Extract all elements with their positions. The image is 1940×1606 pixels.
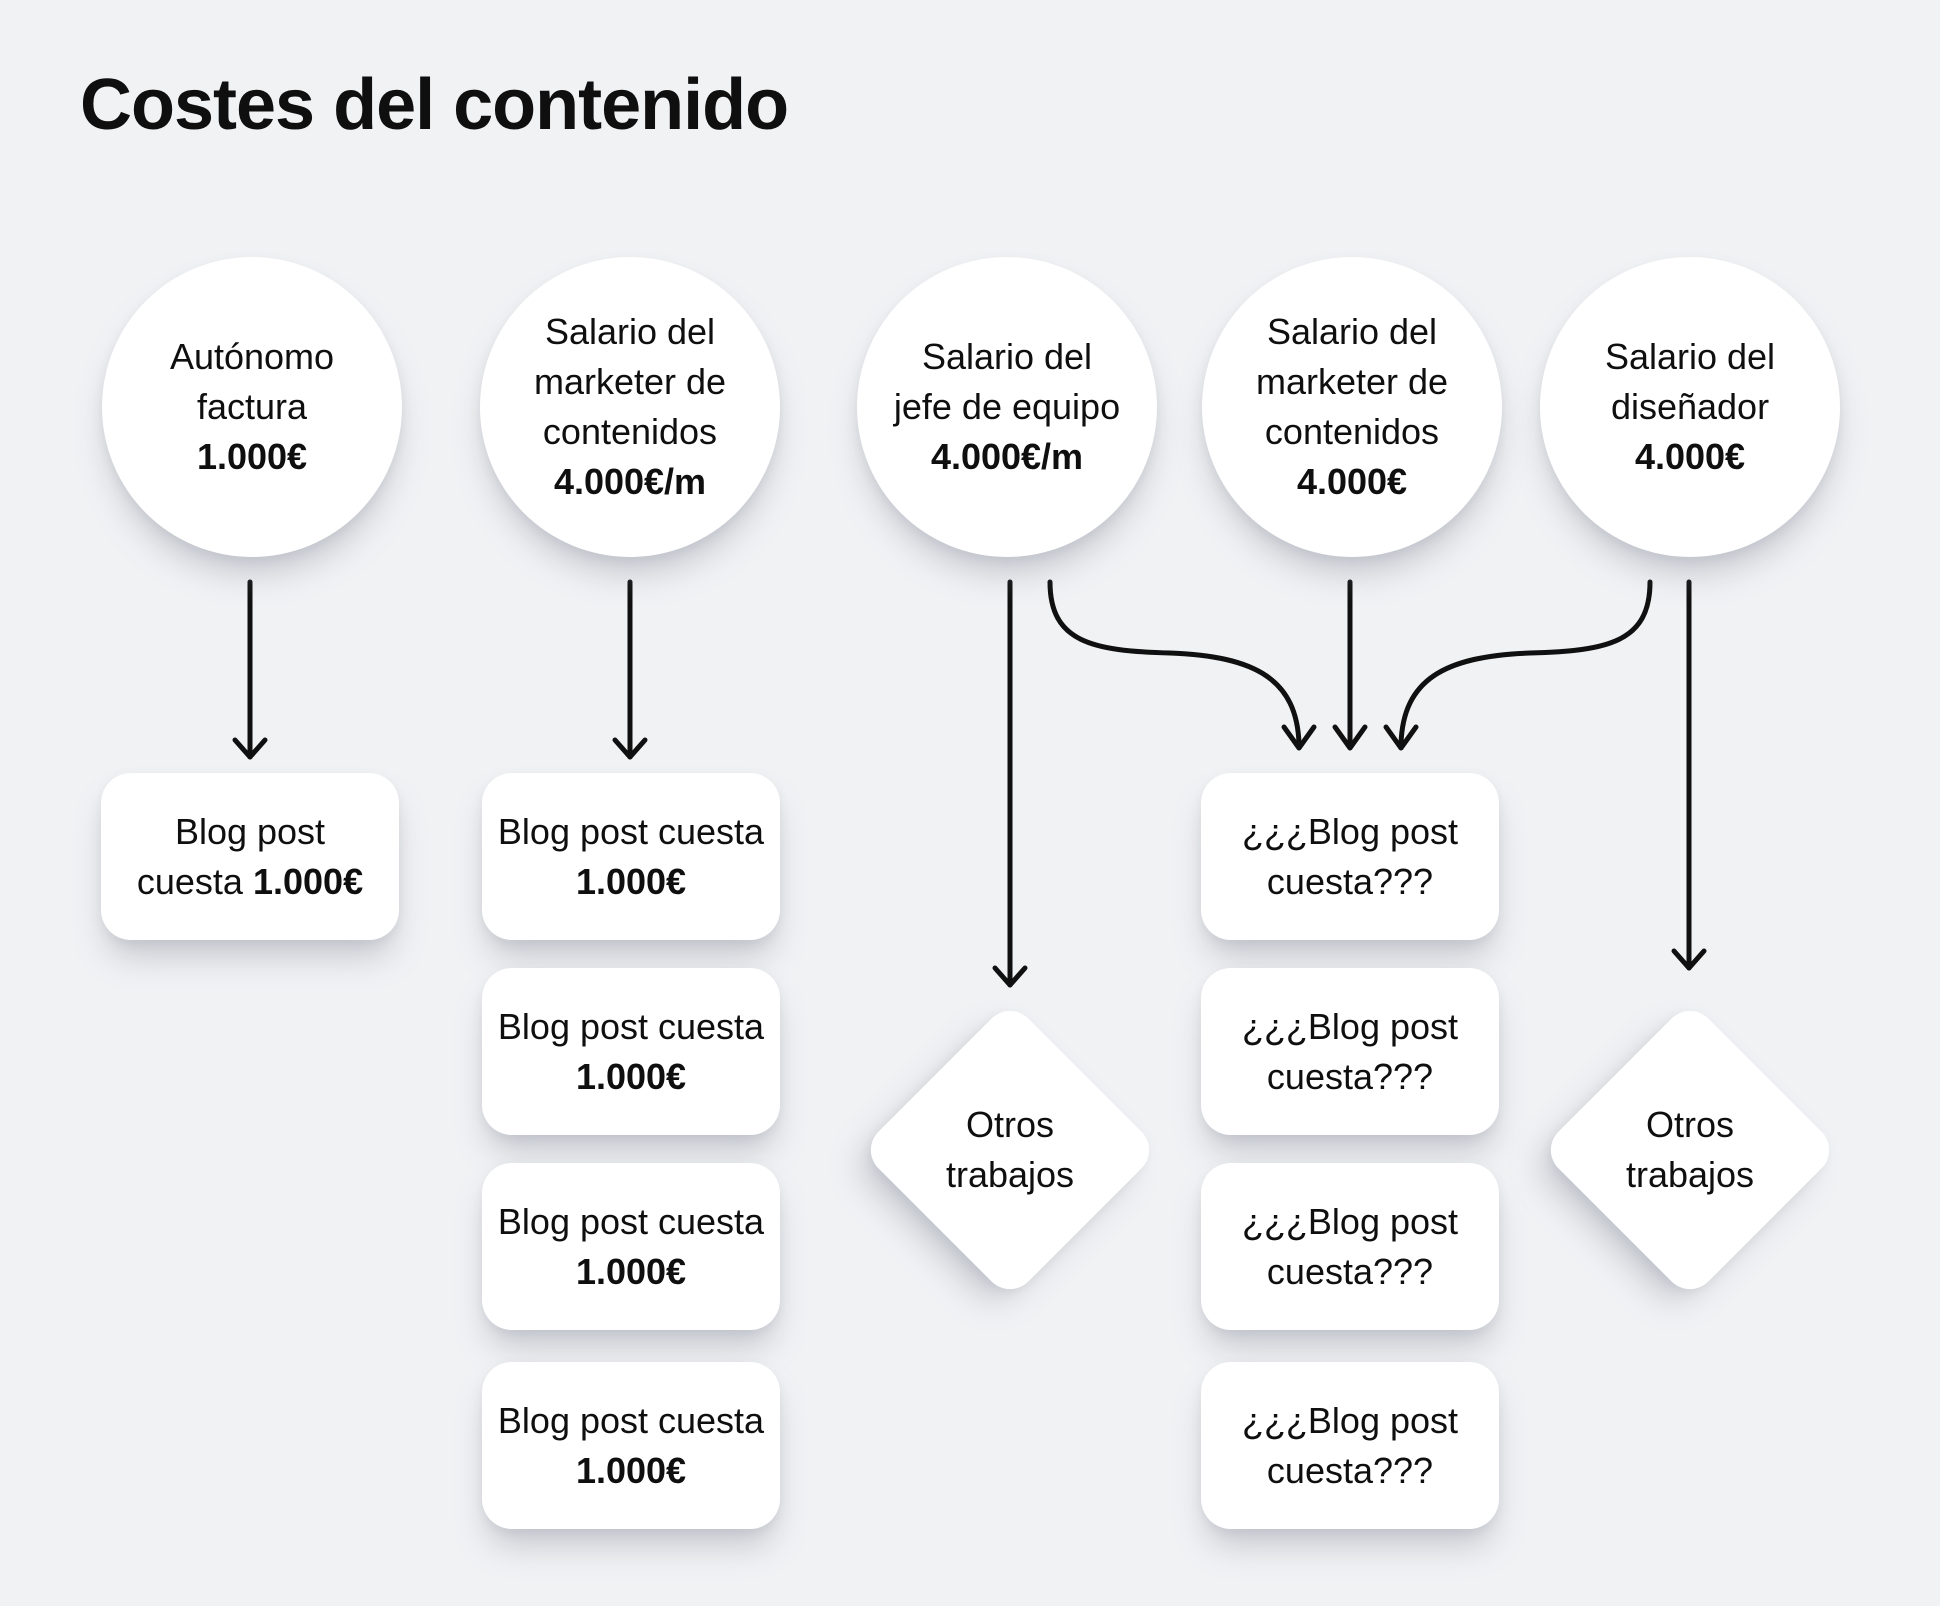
circle-amount: 4.000€ [1296, 461, 1408, 502]
circle-text-line: Salario del [921, 336, 1093, 377]
box-text-line: cuesta??? [1266, 860, 1434, 902]
box-blog-post-freelance: Blog post cuesta 1.000€ [101, 773, 399, 940]
diamond-text-line: Otros [1645, 1104, 1734, 1145]
box-amount: 1.000€ [575, 1055, 687, 1097]
arrow-disenador-to-unknown-box-curve [1383, 579, 1653, 751]
box-amount: 1.000€ [575, 1250, 687, 1292]
arrow-jefe-to-otros-trabajos [992, 579, 1028, 988]
page-title: Costes del contenido [80, 65, 789, 145]
box-blog-post-marketer-1: Blog post cuesta 1.000€ [482, 773, 780, 940]
arrow-marketer-to-boxes [612, 579, 648, 760]
box-text-prefix: cuesta [136, 860, 243, 902]
box-text-line: cuesta 1.000€ [137, 857, 363, 907]
arrow-marketer2-to-unknown-box [1332, 579, 1368, 751]
box-text-line: Blog post cuesta [497, 1200, 765, 1242]
box-text-line: ¿¿¿Blog post [1241, 1200, 1459, 1242]
box-text-line: cuesta??? [1266, 1250, 1434, 1292]
box-amount: 1.000€ [252, 860, 364, 902]
circle-amount: 4.000€/m [930, 436, 1084, 477]
circle-text-line: diseñador [1610, 386, 1770, 427]
circle-salario-marketer-contenidos-mensual: Salario del marketer de contenidos 4.000… [480, 257, 780, 557]
box-blog-post-unknown-4: ¿¿¿Blog post cuesta??? [1201, 1362, 1499, 1529]
box-text-line: ¿¿¿Blog post [1241, 1399, 1459, 1441]
arrow-jefe-to-unknown-box-curve [1047, 579, 1317, 751]
circle-text-line: factura [196, 386, 308, 427]
box-text-line: Blog post [174, 810, 326, 852]
box-blog-post-marketer-2: Blog post cuesta 1.000€ [482, 968, 780, 1135]
circle-salario-marketer-contenidos: Salario del marketer de contenidos 4.000… [1202, 257, 1502, 557]
circle-text-line: marketer de [1255, 361, 1449, 402]
box-text-line: cuesta??? [1266, 1449, 1434, 1491]
circle-amount: 4.000€/m [553, 461, 707, 502]
circle-amount: 1.000€ [196, 436, 308, 477]
circle-salario-jefe-equipo: Salario del jefe de equipo 4.000€/m [857, 257, 1157, 557]
box-text-line: ¿¿¿Blog post [1241, 1005, 1459, 1047]
box-text-line: Blog post cuesta [497, 810, 765, 852]
arrow-disenador-to-otros-trabajos [1671, 579, 1707, 971]
box-amount: 1.000€ [575, 860, 687, 902]
circle-text-line: Salario del [1266, 311, 1438, 352]
box-blog-post-marketer-3: Blog post cuesta 1.000€ [482, 1163, 780, 1330]
circle-text-line: Salario del [1604, 336, 1776, 377]
circle-text-line: jefe de equipo [893, 386, 1121, 427]
box-blog-post-unknown-1: ¿¿¿Blog post cuesta??? [1201, 773, 1499, 940]
box-text-line: Blog post cuesta [497, 1005, 765, 1047]
diamond-text-line: Otros [965, 1104, 1054, 1145]
diamond-text-line: trabajos [945, 1154, 1075, 1195]
arrow-autonomo-to-box [232, 579, 268, 760]
diamond-otros-trabajos-right: Otros trabajos [1540, 1000, 1840, 1300]
box-blog-post-unknown-2: ¿¿¿Blog post cuesta??? [1201, 968, 1499, 1135]
circle-text-line: contenidos [542, 411, 718, 452]
circle-amount: 4.000€ [1634, 436, 1746, 477]
circle-text-line: Salario del [544, 311, 716, 352]
circle-salario-disenador: Salario del diseñador 4.000€ [1540, 257, 1840, 557]
box-amount: 1.000€ [575, 1449, 687, 1491]
box-blog-post-marketer-4: Blog post cuesta 1.000€ [482, 1362, 780, 1529]
circle-text-line: contenidos [1264, 411, 1440, 452]
box-text-line: ¿¿¿Blog post [1241, 810, 1459, 852]
circle-text-line: marketer de [533, 361, 727, 402]
diamond-otros-trabajos-left: Otros trabajos [860, 1000, 1160, 1300]
box-text-line: cuesta??? [1266, 1055, 1434, 1097]
box-text-line: Blog post cuesta [497, 1399, 765, 1441]
diamond-text-line: trabajos [1625, 1154, 1755, 1195]
circle-autonomo-factura: Autónomo factura 1.000€ [102, 257, 402, 557]
circle-text-line: Autónomo [169, 336, 335, 377]
box-blog-post-unknown-3: ¿¿¿Blog post cuesta??? [1201, 1163, 1499, 1330]
